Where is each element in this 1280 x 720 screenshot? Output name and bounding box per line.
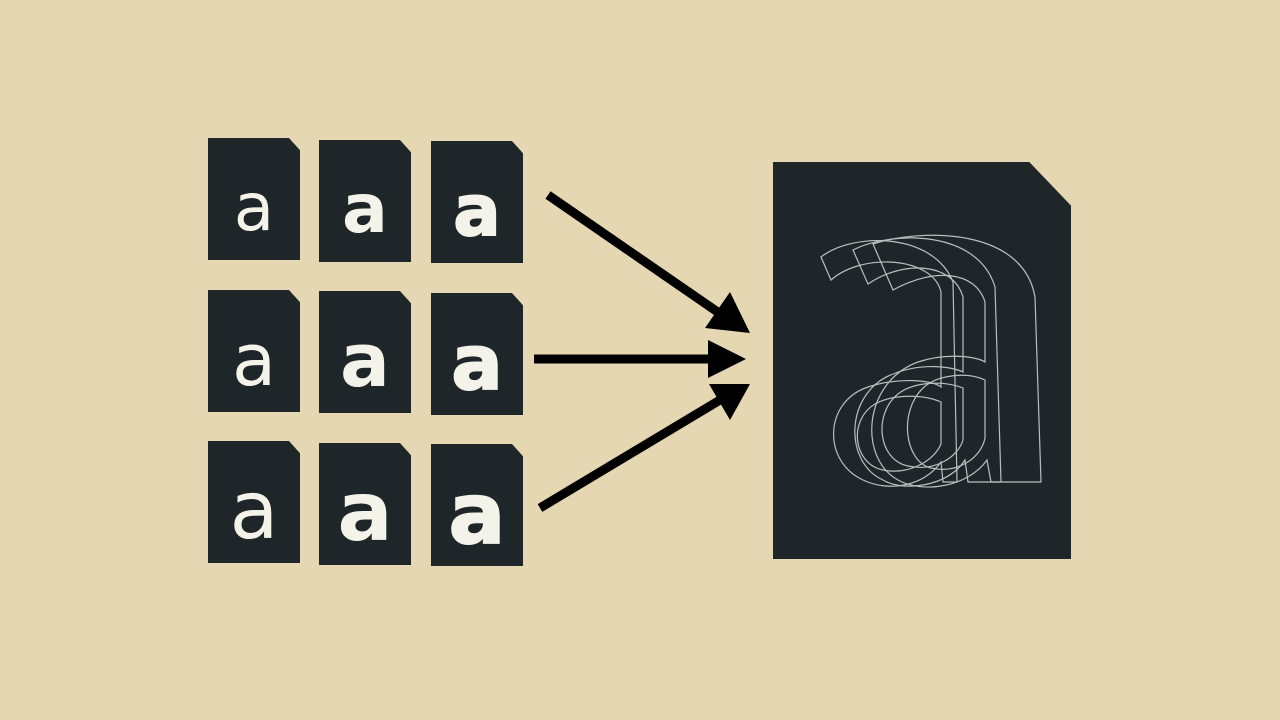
font-file-icon: a <box>319 291 411 413</box>
glyph-a: a <box>448 465 507 563</box>
font-file-icon: a <box>319 443 411 565</box>
variable-font-file-icon <box>773 162 1071 559</box>
variable-glyph-outlines <box>820 234 1042 488</box>
font-file-icon: a <box>431 293 523 415</box>
glyph-a: a <box>452 170 501 252</box>
glyph-outline-heavy <box>871 234 1042 488</box>
font-file-icon: a <box>431 444 523 566</box>
font-file-icon: a <box>208 290 300 412</box>
glyph-a: a <box>450 318 503 407</box>
glyph-a: a <box>337 465 393 560</box>
font-file-icon: a <box>431 141 523 263</box>
font-file-icon: a <box>208 441 300 563</box>
glyph-a: a <box>233 169 275 246</box>
font-file-icon: a <box>208 138 300 260</box>
glyph-outline-light <box>820 240 958 487</box>
glyph-outline-medium <box>852 237 1002 487</box>
glyph-a: a <box>231 318 277 402</box>
glyph-a: a <box>340 318 390 404</box>
middle-arrow <box>534 340 746 378</box>
glyph-a: a <box>229 464 279 557</box>
lower-arrow <box>537 384 750 512</box>
static-font-files-grid: a a a a a a a a a <box>208 138 524 568</box>
glyph-a: a <box>342 170 388 249</box>
font-file-icon: a <box>319 140 411 262</box>
upper-arrow <box>545 191 750 333</box>
